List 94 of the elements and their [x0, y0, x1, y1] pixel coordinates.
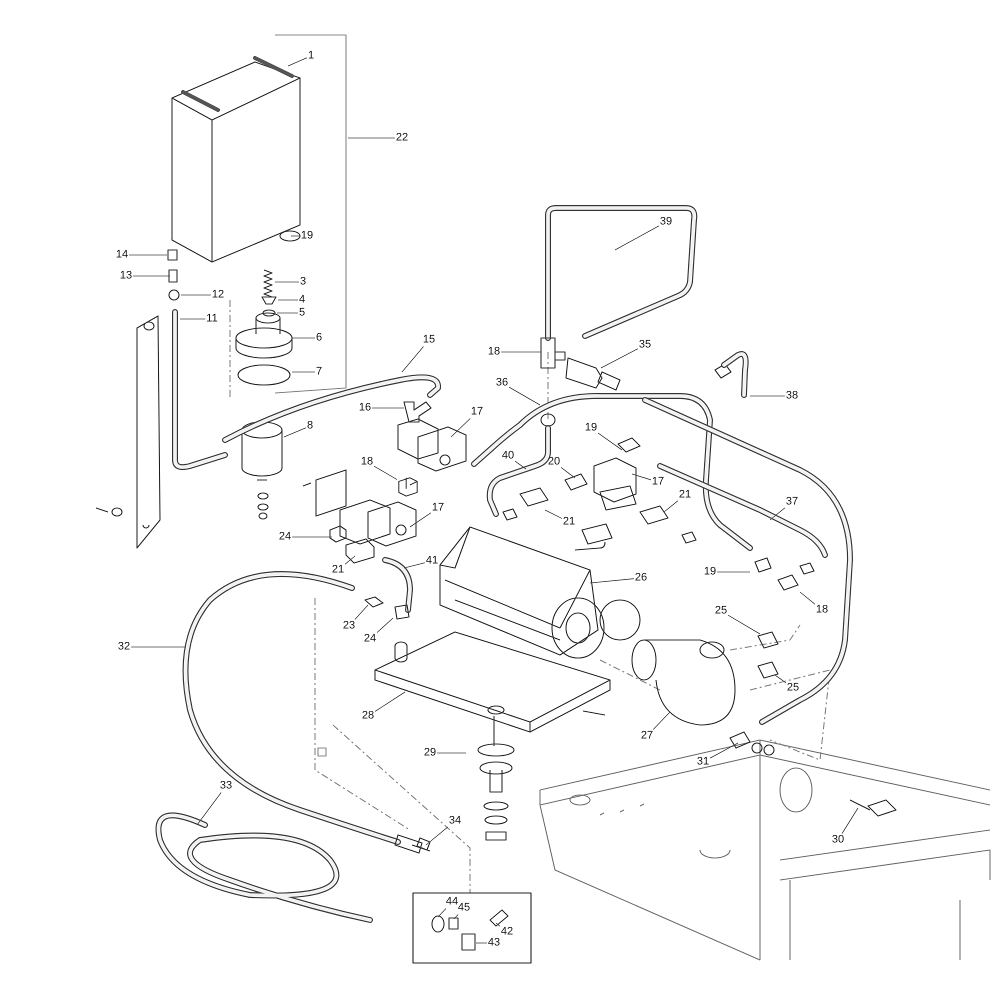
leader-line	[842, 808, 858, 834]
callout-number: 34	[448, 814, 462, 828]
callout-number: 16	[358, 402, 372, 414]
leader-line	[180, 318, 206, 320]
callout-number: 22	[394, 132, 410, 144]
leader-line	[436, 752, 466, 754]
leader-line	[454, 914, 458, 920]
callout-number: 23	[342, 620, 356, 632]
callout-number: 38	[784, 390, 800, 402]
callout-number: 8	[306, 420, 314, 432]
leader-line	[598, 432, 622, 450]
callout-number: 20	[546, 456, 562, 468]
leader-line	[590, 578, 634, 584]
leader-line	[374, 466, 398, 480]
leader-line	[404, 562, 426, 568]
callout-number: 31	[696, 756, 710, 768]
leader-line	[544, 510, 562, 519]
callout-number: 19	[702, 566, 718, 578]
leader-line	[600, 348, 638, 368]
callout-number: 14	[114, 248, 130, 262]
callout-number: 21	[330, 564, 346, 576]
callout-number: 27	[640, 730, 654, 742]
leader-line	[476, 942, 488, 944]
leader-line	[426, 826, 448, 846]
callout-number: 24	[362, 632, 378, 646]
leader-line	[276, 312, 298, 314]
leader-line	[710, 742, 738, 759]
leader-line	[632, 474, 652, 480]
callout-number: 11	[205, 312, 219, 326]
callout-number: 42	[500, 926, 514, 938]
callout-number: 17	[650, 476, 666, 488]
callout-number: 13	[118, 270, 134, 282]
callout-number: 19	[300, 230, 314, 242]
callout-number: 18	[360, 456, 374, 468]
callout-number: 17	[470, 406, 484, 418]
callout-number: 37	[784, 496, 800, 508]
callout-number: 35	[638, 338, 652, 352]
callout-number: 7	[314, 366, 324, 378]
callout-number: 19	[584, 422, 598, 434]
callout-number: 39	[658, 216, 674, 228]
callout-number: 1	[306, 50, 316, 62]
leader-line	[410, 512, 432, 528]
leader-line	[774, 674, 786, 684]
leader-line	[496, 922, 500, 927]
callout-number: 44	[444, 896, 460, 908]
leader-line	[354, 604, 368, 620]
leader-line	[560, 467, 576, 478]
leader-line	[728, 614, 760, 634]
callout-number: 6	[314, 332, 324, 344]
leader-line	[800, 592, 816, 605]
callout-number: 18	[486, 346, 502, 358]
callout-number: 25	[714, 604, 728, 618]
callout-number: 12	[210, 288, 226, 302]
leader-line	[130, 646, 186, 648]
callout-number: 40	[500, 450, 516, 462]
callout-number: 5	[298, 306, 306, 320]
callout-number: 17	[430, 502, 446, 514]
callout-number: 21	[562, 516, 576, 528]
callout-number: 25	[786, 682, 800, 694]
leader-line	[402, 346, 424, 372]
leader-line	[450, 418, 471, 438]
leader-line	[652, 712, 670, 730]
tee-fitting-drawing	[398, 478, 418, 496]
callout-number: 18	[814, 604, 830, 616]
leader-line	[196, 792, 222, 826]
callout-number: 45	[456, 902, 472, 914]
leader-line	[438, 908, 446, 918]
leader-line	[288, 57, 308, 66]
callout-number: 28	[360, 710, 376, 722]
leader-line	[292, 536, 332, 538]
callout-number: 26	[634, 572, 648, 584]
leader-line	[374, 692, 406, 712]
callout-number: 32	[116, 640, 132, 654]
callout-number: 15	[422, 334, 436, 346]
leader-line	[614, 226, 660, 250]
callout-number: 4	[298, 294, 306, 306]
callout-number: 36	[494, 376, 510, 390]
callout-number: 43	[486, 936, 502, 950]
callout-number: 24	[278, 530, 292, 544]
leader-line	[770, 507, 786, 520]
callout-number: 33	[218, 780, 234, 792]
callout-number: 41	[424, 554, 440, 568]
leader-line	[128, 254, 168, 256]
callout-number: 30	[830, 834, 846, 846]
callout-number: 3	[298, 276, 308, 288]
leader-line	[344, 556, 356, 565]
leader-line	[508, 386, 540, 406]
leader-line	[664, 500, 678, 512]
leader-line	[284, 427, 306, 438]
callout-number: 29	[422, 746, 438, 760]
leader-line	[376, 618, 394, 633]
callout-number: 21	[678, 488, 692, 502]
leader-line	[514, 460, 526, 470]
leader-line	[180, 294, 212, 296]
